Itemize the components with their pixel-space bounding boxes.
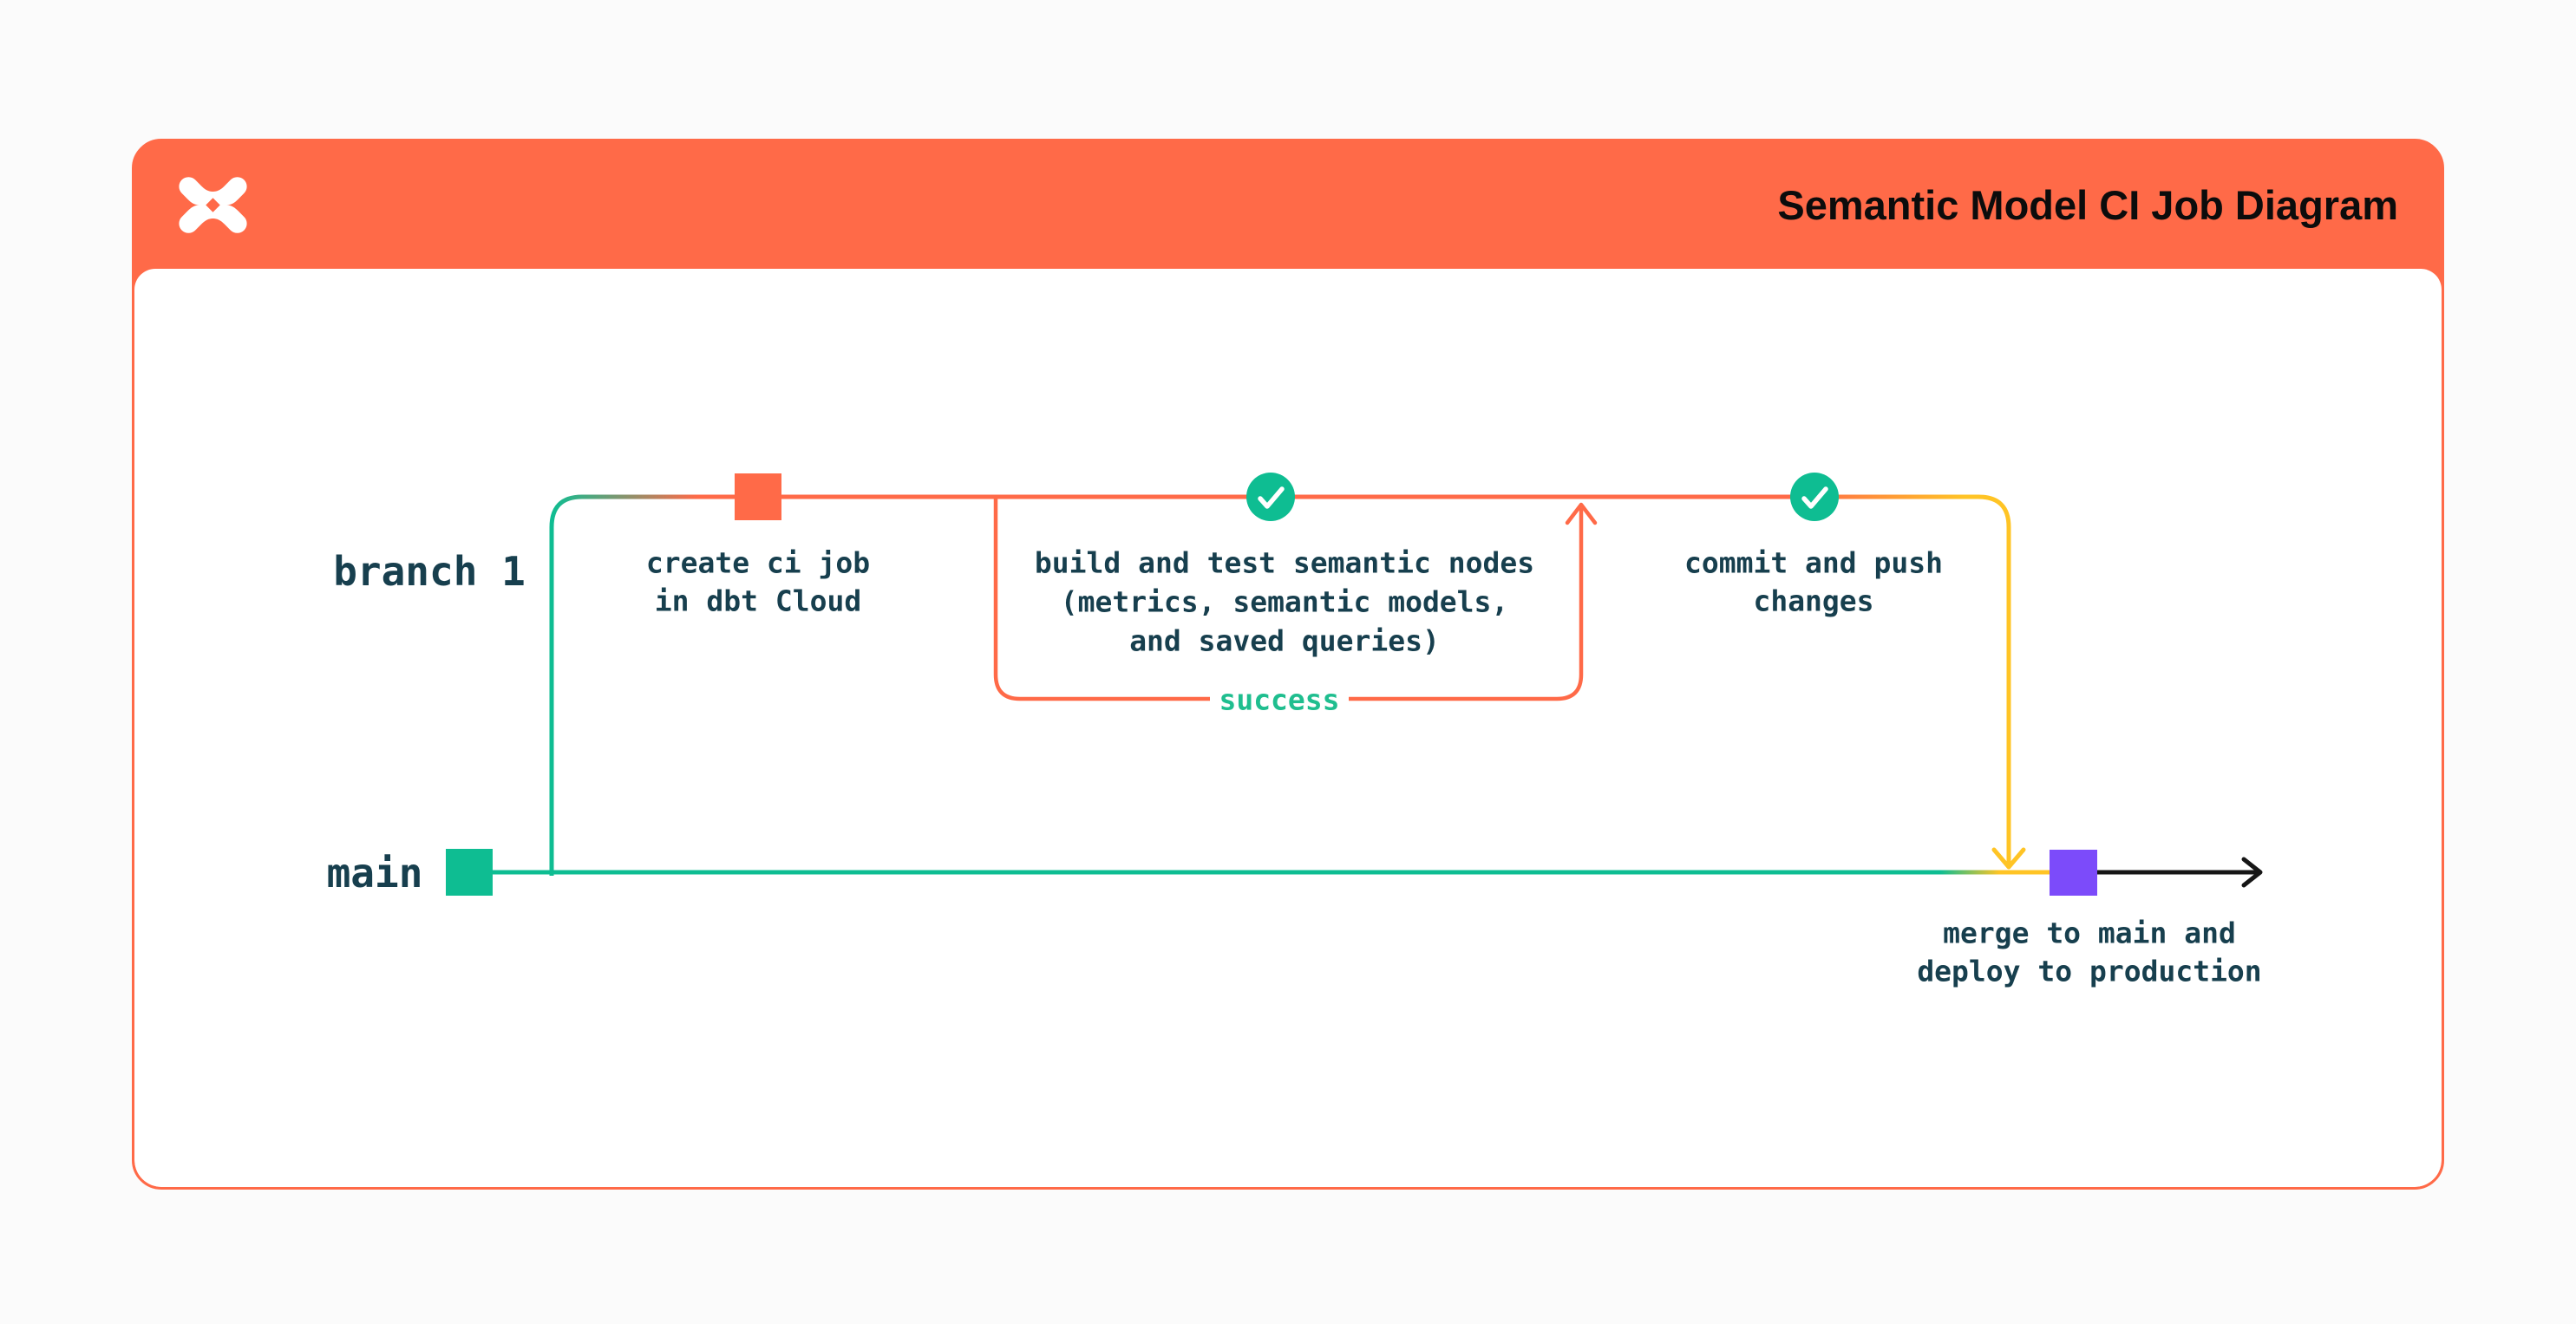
build-test-label-line1: build and test semantic nodes xyxy=(1035,546,1534,580)
create-ci-label-line1: create ci job xyxy=(646,546,870,580)
right-arrowhead-icon xyxy=(2241,857,2263,888)
git-flow-diagram: branch 1 main create ci job in dbt Cloud… xyxy=(327,473,2263,988)
check-node-build-test xyxy=(1246,473,1295,521)
main-label: main xyxy=(327,850,423,897)
dbt-logo-icon xyxy=(179,177,247,233)
card-header: Semantic Model CI Job Diagram xyxy=(134,141,2442,269)
merge-arrowhead-icon xyxy=(1991,847,2026,870)
success-loop-left xyxy=(993,499,1210,701)
success-up-arrowhead-icon xyxy=(1565,502,1598,525)
merge-deploy-label-line1: merge to main and xyxy=(1943,916,2236,950)
commit-node-create-ci xyxy=(735,473,781,520)
branch-label: branch 1 xyxy=(333,548,526,595)
check-icon xyxy=(1801,486,1828,509)
page-title: Semantic Model CI Job Diagram xyxy=(1777,182,2398,228)
create-ci-label-line2: in dbt Cloud xyxy=(655,584,861,618)
success-loop-right xyxy=(1349,508,1584,701)
check-icon xyxy=(1258,486,1285,509)
commit-node-main-start xyxy=(446,849,493,896)
success-label: success xyxy=(1219,683,1339,717)
commit-push-label-line1: commit and push xyxy=(1684,546,1943,580)
merge-deploy-label-line2: deploy to production xyxy=(1917,955,2261,988)
build-test-label-line2: (metrics, semantic models, xyxy=(1061,585,1509,619)
diagram-card: Semantic Model CI Job Diagram xyxy=(132,139,2444,1190)
commit-node-merge xyxy=(2050,850,2097,896)
commit-push-label-line2: changes xyxy=(1753,584,1873,618)
check-node-commit-push xyxy=(1790,473,1839,521)
build-test-label-line3: and saved queries) xyxy=(1129,624,1440,658)
diagram-canvas: branch 1 main create ci job in dbt Cloud… xyxy=(134,269,2442,1187)
